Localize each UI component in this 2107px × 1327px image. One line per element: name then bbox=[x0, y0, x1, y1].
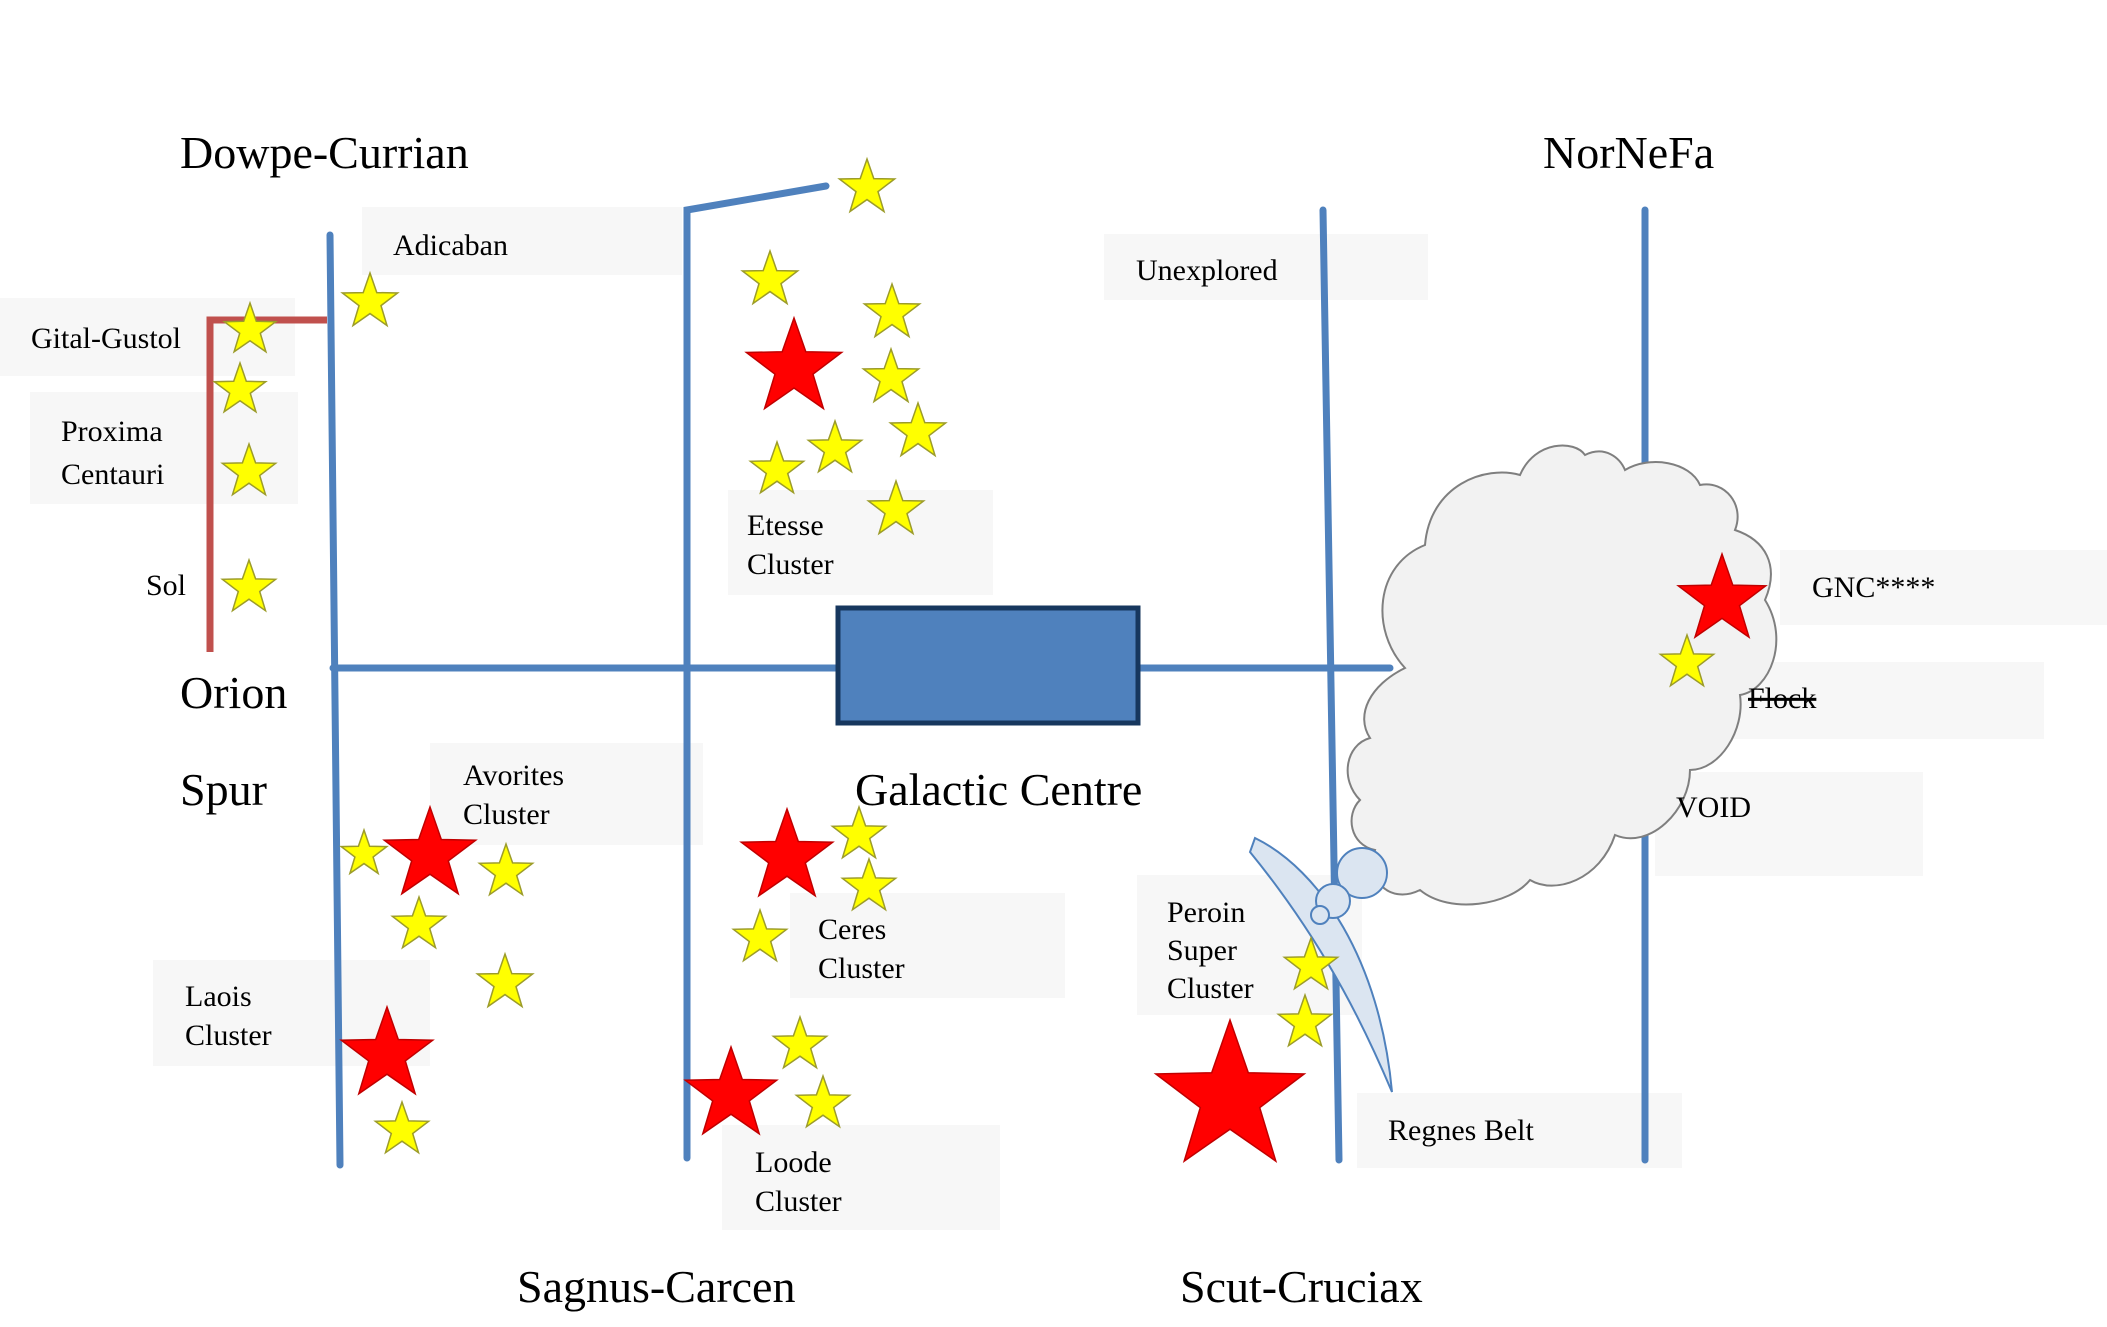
label-backgrounds bbox=[0, 207, 2107, 1230]
sol-label: Sol bbox=[146, 569, 186, 602]
star-laois-2-icon bbox=[373, 1099, 431, 1155]
star-loode-2-icon bbox=[794, 1073, 852, 1129]
star-proxima-1-icon bbox=[212, 360, 268, 414]
scut-cruciax-title: Scut-Cruciax bbox=[1180, 1261, 1423, 1312]
proxima-label-line1: Proxima bbox=[61, 415, 163, 448]
loode-label-line2: Cluster bbox=[755, 1185, 842, 1218]
galactic-centre-title: Galactic Centre bbox=[855, 764, 1142, 815]
dowpe-currian-arm-line bbox=[326, 231, 344, 1169]
unexplored-label-bg bbox=[1104, 234, 1428, 300]
etesse-label-line2: Cluster bbox=[747, 548, 834, 581]
star-etesse-4-icon bbox=[888, 400, 948, 458]
ceres-label-bg bbox=[790, 893, 1065, 998]
spur-title: Spur bbox=[180, 764, 267, 815]
red-star-peroin-icon bbox=[1153, 1017, 1307, 1163]
nornefa-title: NorNeFa bbox=[1543, 127, 1714, 178]
star-etesse-2-icon bbox=[862, 281, 922, 339]
regnes-belt bbox=[1248, 836, 1393, 1093]
red-star-laois-icon bbox=[339, 1004, 435, 1096]
star-avorites-1-icon bbox=[339, 827, 389, 876]
sagnus-carcen-arm-line bbox=[683, 182, 830, 1162]
star-etesse-6-icon bbox=[748, 439, 806, 495]
star-sol-icon bbox=[220, 557, 278, 613]
sagnus-carcen-title: Sagnus-Carcen bbox=[517, 1261, 795, 1312]
gnc-label: GNC**** bbox=[1812, 571, 1935, 604]
regnes-belt-label-bg bbox=[1357, 1093, 1682, 1168]
avorites-label-line1: Avorites bbox=[463, 759, 564, 792]
star-peroin-1-icon bbox=[1282, 935, 1340, 991]
star-ceres-1-icon bbox=[830, 804, 888, 860]
star-laois-1-icon bbox=[475, 951, 535, 1009]
star-etesse-3-icon bbox=[861, 346, 921, 404]
star-avorites-3-icon bbox=[390, 894, 448, 950]
galactic-centre-bar bbox=[835, 605, 1141, 726]
unexplored-label: Unexplored bbox=[1136, 254, 1278, 287]
arm-lines bbox=[326, 182, 1649, 1169]
laois-label-line1: Laois bbox=[185, 980, 252, 1013]
star-ceres-3-icon bbox=[731, 907, 789, 963]
red-star-loode-icon bbox=[683, 1044, 779, 1136]
peroin-label-line1: Peroin bbox=[1167, 896, 1245, 929]
regnes-belt-label: Regnes Belt bbox=[1388, 1114, 1534, 1147]
void-label-bg bbox=[1655, 772, 1923, 876]
red-star-avorites-icon bbox=[382, 804, 478, 896]
loode-label-bg bbox=[722, 1125, 1000, 1230]
sol-route-line bbox=[206, 316, 327, 652]
red-star-etesse-icon bbox=[744, 315, 844, 411]
void-label: VOID bbox=[1676, 791, 1751, 824]
avorites-label-bg bbox=[430, 743, 703, 845]
star-top-sagnus-icon bbox=[837, 156, 897, 214]
star-gital-gustol-icon bbox=[222, 300, 278, 354]
orion-title: Orion bbox=[180, 667, 287, 718]
gnc-label-bg bbox=[1780, 550, 2107, 625]
star-etesse-7-icon bbox=[866, 478, 926, 536]
peroin-label-line2: Super bbox=[1167, 934, 1237, 967]
star-avorites-2-icon bbox=[477, 841, 535, 897]
etesse-label-line1: Etesse bbox=[747, 509, 824, 542]
star-etesse-5-icon bbox=[806, 418, 864, 474]
star-proxima-centauri-icon bbox=[220, 441, 278, 497]
adicaban-label: Adicaban bbox=[393, 229, 508, 262]
star-ceres-2-icon bbox=[840, 856, 898, 912]
large-planet bbox=[1336, 847, 1388, 899]
red-star-gnc-icon bbox=[1676, 551, 1768, 640]
star-peroin-2-icon bbox=[1276, 992, 1334, 1048]
scut-cruciax-arm-line bbox=[1319, 206, 1343, 1164]
star-flock-icon bbox=[1658, 632, 1716, 688]
dowpe-currian-title: Dowpe-Currian bbox=[180, 127, 469, 178]
star-etesse-1-icon bbox=[740, 248, 800, 306]
flock-label-bg bbox=[1716, 662, 2044, 739]
loode-label-line1: Loode bbox=[755, 1146, 832, 1179]
peroin-label-line3: Cluster bbox=[1167, 972, 1254, 1005]
star-loode-1-icon bbox=[771, 1014, 829, 1070]
proxima-label-line2: Centauri bbox=[61, 458, 164, 491]
void-cloud bbox=[1346, 444, 1778, 906]
gital-gustol-label: Gital-Gustol bbox=[31, 322, 181, 355]
flock-label: Flock bbox=[1748, 682, 1816, 715]
avorites-label-line2: Cluster bbox=[463, 798, 550, 831]
laois-label-line2: Cluster bbox=[185, 1019, 272, 1052]
ceres-label-line2: Cluster bbox=[818, 952, 905, 985]
tiny-planet bbox=[1310, 905, 1330, 925]
adicaban-label-bg bbox=[362, 207, 682, 275]
ceres-label-line1: Ceres bbox=[818, 913, 886, 946]
star-adicaban-icon bbox=[340, 270, 400, 328]
red-star-ceres-icon bbox=[739, 806, 835, 898]
stars bbox=[212, 156, 1768, 1163]
etesse-label-bg bbox=[728, 490, 993, 595]
